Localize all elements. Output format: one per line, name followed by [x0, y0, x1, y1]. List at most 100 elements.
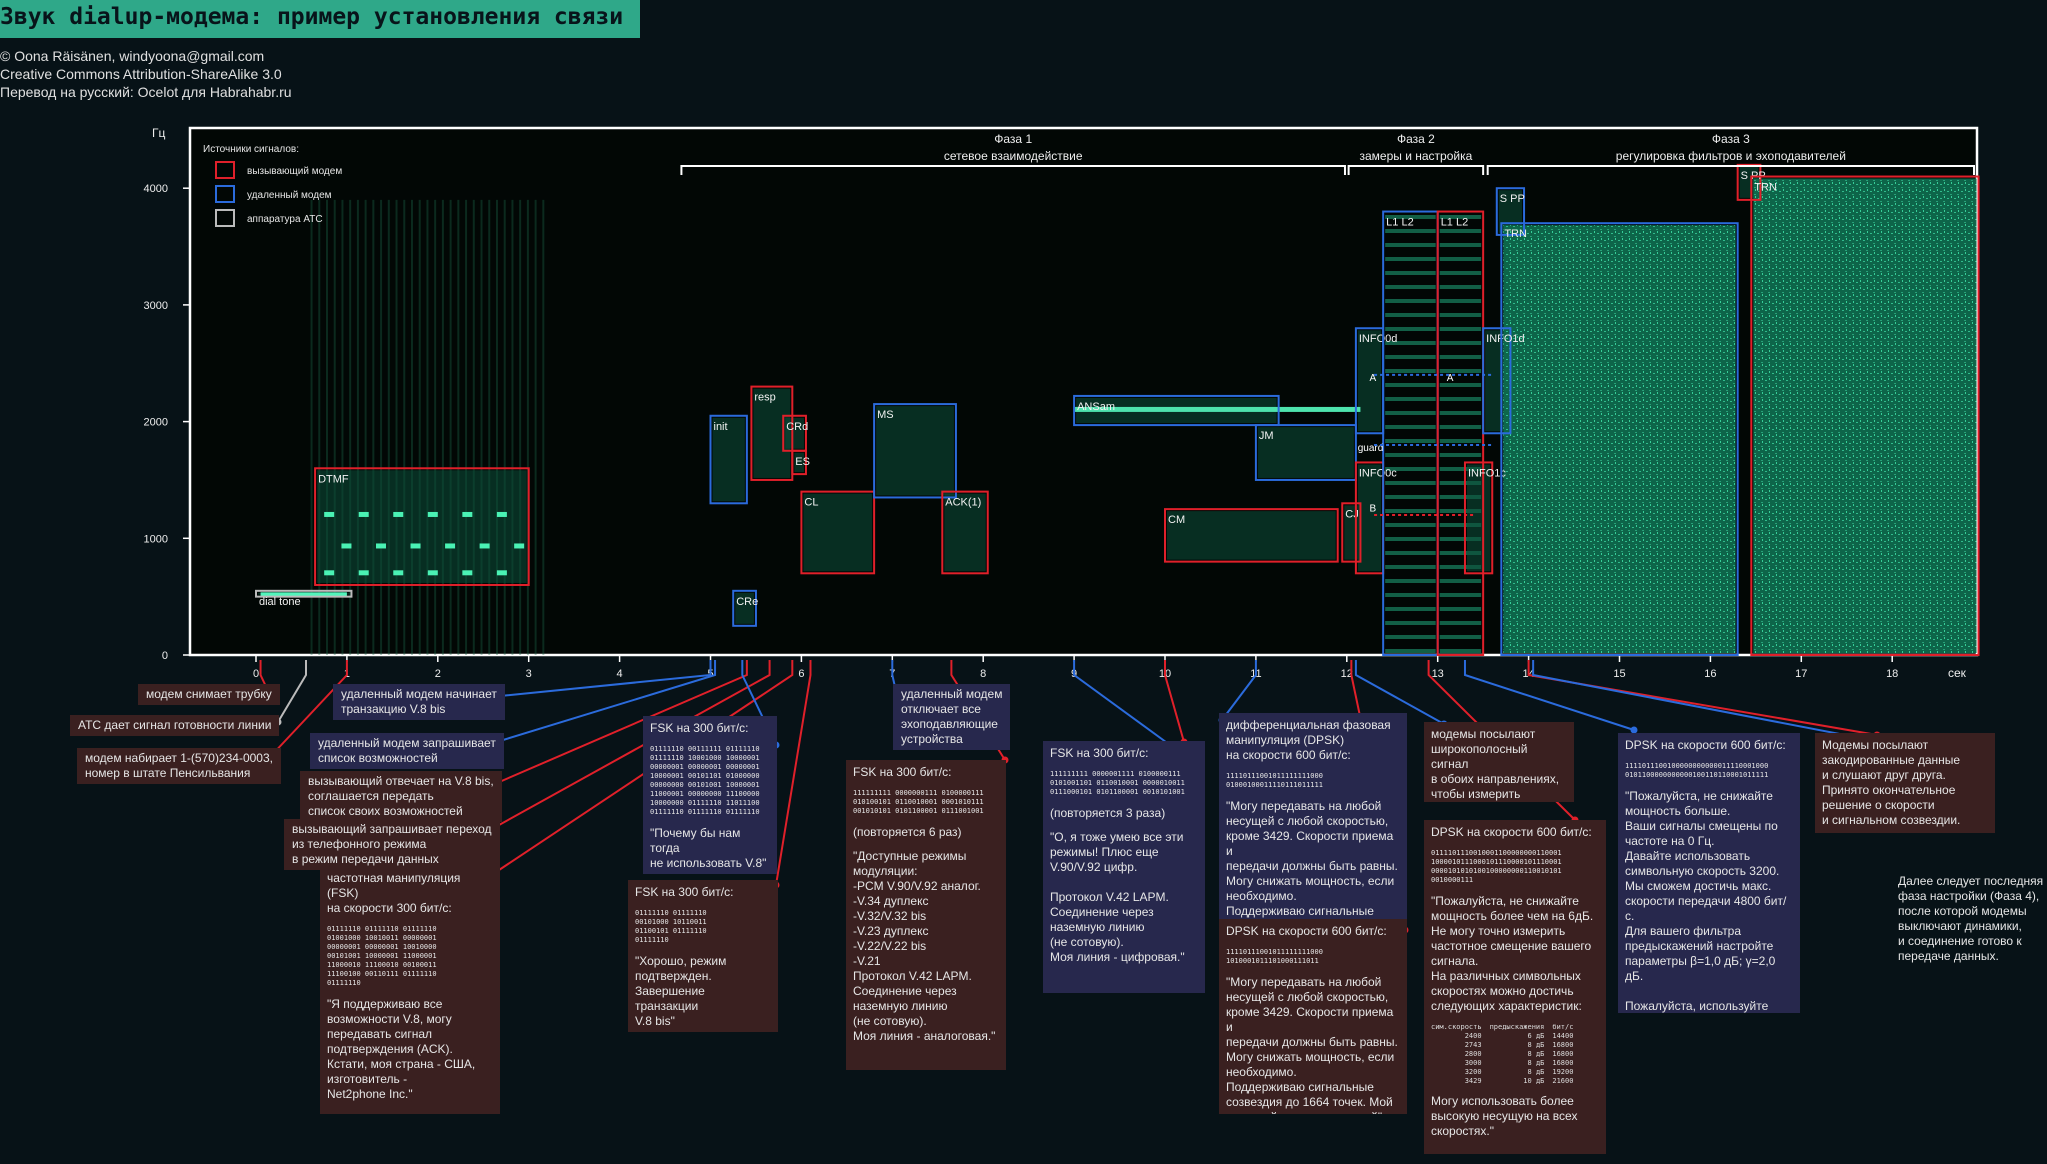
leader-line	[489, 660, 794, 877]
noise-streak	[403, 199, 406, 655]
leader-line	[775, 660, 812, 886]
dpsk-rates-bits: 0111101110010001100000000110001 10000101…	[1431, 849, 1562, 884]
x-tick-label: 4	[617, 668, 623, 680]
note-caller-answers: вызывающий отвечает на V.8 bis, соглашае…	[300, 771, 502, 822]
note-dialtone: АТС дает сигнал готовности линии	[70, 715, 280, 736]
y-tick-label: 2000	[144, 417, 168, 429]
signal-label: S PP	[1500, 193, 1525, 205]
dtmf-tone	[479, 543, 490, 549]
note-pickup: модем снимает трубку	[138, 684, 280, 705]
leader-line	[489, 660, 717, 745]
noise-streak	[488, 199, 491, 655]
signal-energy	[1344, 505, 1359, 560]
noise-streak	[380, 199, 383, 655]
signal-box	[709, 414, 748, 505]
fsk-digital-repeat: (повторяется 3 раза)	[1050, 806, 1166, 820]
x-tick-label: 18	[1886, 668, 1898, 680]
fsk-modes-repeat: (повторяется 6 раз)	[853, 825, 962, 839]
x-tick-label: 16	[1704, 668, 1716, 680]
dtmf-tone	[341, 543, 352, 549]
signal-label: ES	[795, 456, 810, 468]
noise-streak	[441, 199, 444, 655]
credit-author: © Oona Räisänen, windyoona@gmail.com	[0, 48, 265, 64]
phase-name: Фаза 1	[994, 132, 1032, 146]
x-tick-label: 6	[798, 668, 804, 680]
fsk-v8-title: частотная манипуляция (FSK) на скорости …	[327, 871, 461, 915]
signal-label: DTMF	[318, 473, 349, 485]
noise-streak	[495, 199, 498, 655]
note-dpsk-external: DPSK на скорости 600 бит/с: 111101110010…	[1219, 919, 1407, 1114]
signal-label: CL	[804, 497, 818, 509]
legend-caller	[215, 161, 235, 179]
x-tick-label: 0	[253, 668, 259, 680]
dtmf-tone	[393, 570, 404, 576]
noise-streak	[542, 199, 545, 655]
phase-bracket	[1347, 165, 1485, 175]
noise-streak	[341, 199, 344, 655]
signal-box	[1482, 327, 1512, 435]
signal-box	[1750, 175, 1980, 656]
x-tick-label: 3	[526, 668, 532, 680]
signal-label: INFO0d	[1359, 333, 1398, 345]
dtmf-tone	[324, 511, 335, 517]
rate-h-preemph: предыскажения	[1489, 1023, 1545, 1031]
dpsk-final-bits: 1111011100100000000000011110001000 01011…	[1625, 762, 1769, 779]
signal-label: ANSam	[1077, 401, 1115, 413]
signal-energy	[735, 592, 754, 624]
legend-remote-label: удаленный модем	[247, 190, 332, 201]
fsk-v8-bits: 01111110 01111110 01111110 01001000 1001…	[327, 925, 437, 987]
x-tick-label: 12	[1341, 668, 1353, 680]
signal-energy	[1357, 464, 1382, 572]
signal-box	[941, 490, 989, 575]
noise-streak	[325, 199, 328, 655]
note-fsk-confirm: FSK на 300 бит/с: 01111110 01111110 0010…	[628, 880, 778, 1032]
noise-streak	[318, 199, 321, 655]
dpsk-rates-title: DPSK на скорости 600 бит/с:	[1431, 825, 1592, 839]
y-tick-label: 0	[162, 650, 168, 662]
noise-streak	[465, 199, 468, 655]
signal-box	[1254, 424, 1357, 481]
noise-streak	[410, 199, 413, 655]
noise-streak	[526, 199, 529, 655]
signal-box	[1164, 508, 1339, 563]
note-dpsk-internal: дифференциальная фазовая манипуляция (DP…	[1219, 713, 1407, 919]
signal-label: resp	[754, 392, 775, 404]
y-tick-label: 4000	[144, 183, 168, 195]
signal-energy	[876, 406, 954, 496]
x-tick-label: 2	[435, 668, 441, 680]
signal-energy	[785, 417, 804, 449]
noise-streak	[333, 199, 336, 655]
noise-streak	[364, 199, 367, 655]
rate-h-bps: бит/с	[1552, 1023, 1574, 1031]
fsk-digital-title: FSK на 300 бит/с:	[1050, 746, 1149, 760]
leader-line	[269, 660, 348, 758]
signal-box	[1463, 461, 1494, 575]
dtmf-tone	[445, 543, 456, 549]
credit-translation: Перевод на русский: Ocelot для Habrahabr…	[0, 84, 292, 100]
tone-label-a: A	[1370, 373, 1377, 384]
dial-tone-line	[260, 592, 347, 598]
leader-line	[1463, 660, 1635, 731]
fsk-modes-bits: 111111111 0000000111 0100000111 01010010…	[853, 789, 984, 815]
phase-desc: замеры и настройка	[1359, 149, 1472, 163]
leader-line	[1532, 660, 1898, 746]
dtmf-tone	[393, 511, 404, 517]
dtmf-tone	[410, 543, 421, 549]
note-fsk-v8: частотная манипуляция (FSK) на скорости …	[320, 866, 500, 1114]
noise-streak	[457, 199, 460, 655]
signal-box	[800, 490, 876, 575]
note-phase4: Далее следует последняя фаза настройки (…	[1898, 874, 2044, 963]
leader-line	[489, 660, 748, 787]
dpsk-rates-quote: "Пожалуйста, не снижайте мощность более …	[1431, 894, 1594, 1013]
leader-dot	[1630, 726, 1638, 734]
noise-streak	[426, 199, 429, 655]
signal-label: L1 L2	[1386, 217, 1414, 229]
x-tick-label: 17	[1795, 668, 1807, 680]
signal-energy	[1466, 464, 1491, 572]
leader-line	[1527, 660, 1878, 736]
fsk-confirm-quote: "Хорошо, режим подтвержден. Завершение т…	[635, 954, 727, 1028]
